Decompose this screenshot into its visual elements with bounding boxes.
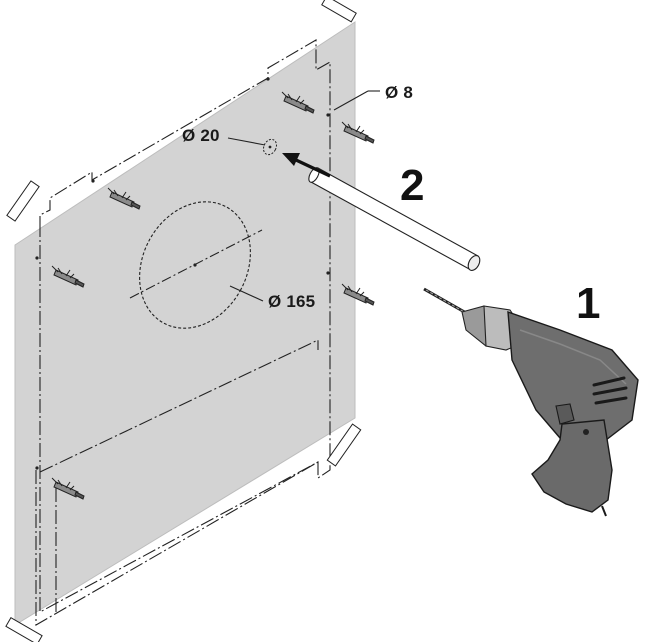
label-large-hole: Ø 165 <box>268 292 315 311</box>
pipe-icon <box>308 167 481 271</box>
mounting-template <box>14 21 356 626</box>
tape-strip-bottom-icon <box>5 616 43 642</box>
leader-medium-hole <box>227 137 266 146</box>
insert-arrow-icon <box>282 153 331 178</box>
step-two-number: 2 <box>400 161 424 210</box>
label-small-hole: Ø 8 <box>385 83 413 102</box>
template-outline-divider <box>39 339 319 473</box>
template-outline-upper <box>39 39 331 613</box>
tape-strip-left-icon <box>6 180 40 222</box>
tape-strip-top-icon <box>321 0 357 23</box>
medium-hole-marker <box>263 138 277 156</box>
large-hole-outline <box>139 201 251 329</box>
step-one-number: 1 <box>576 279 600 328</box>
power-drill-icon <box>423 287 639 517</box>
tape-strip-right-icon <box>326 423 362 467</box>
template-outline-lower <box>35 461 319 626</box>
label-medium-hole: Ø 20 <box>182 126 220 145</box>
leader-small-hole <box>333 90 369 111</box>
leader-large-hole <box>229 285 264 302</box>
